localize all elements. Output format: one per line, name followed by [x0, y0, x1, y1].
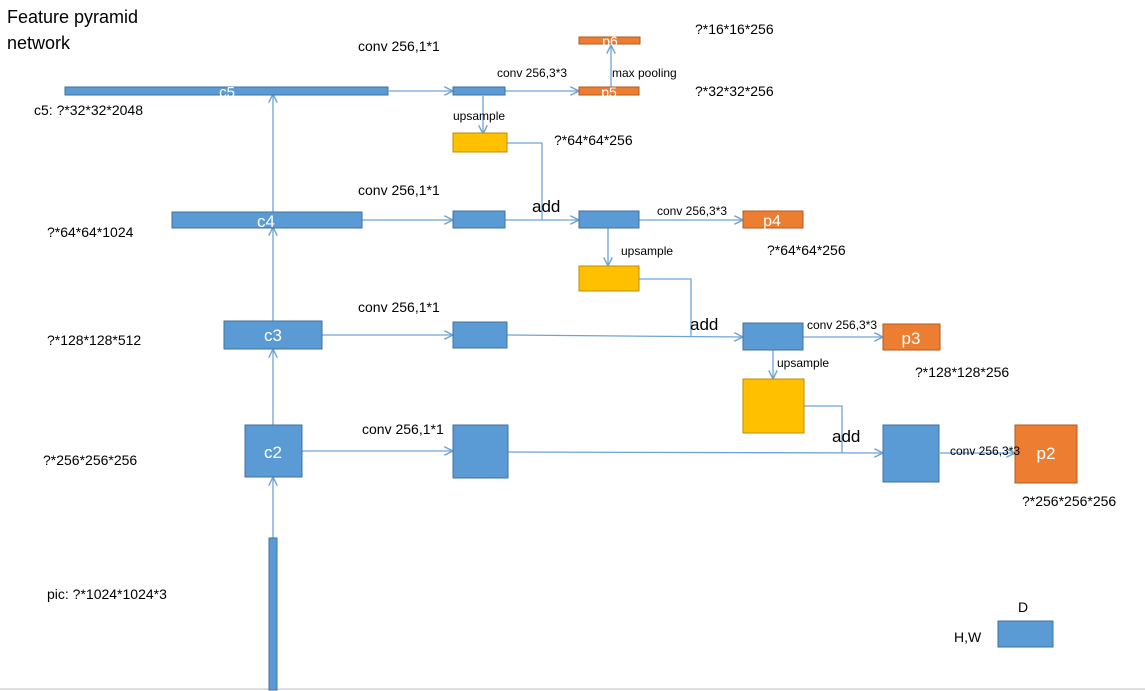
- pic-shape: pic: ?*1024*1024*3: [47, 586, 167, 602]
- p5-box: [578, 86, 640, 96]
- conv3x3-label-5: conv 256,3*3: [497, 66, 567, 80]
- c4-label: c4: [257, 212, 275, 231]
- conv3x3-label-3: conv 256,3*3: [807, 318, 877, 332]
- m4-box: [578, 210, 640, 229]
- legend-size-label: H,W: [954, 629, 982, 645]
- m2-box: [882, 424, 940, 483]
- c3-label: c3: [264, 326, 282, 345]
- c3-box: [223, 320, 323, 350]
- l3-box: [452, 321, 508, 349]
- title-line1: Feature pyramid: [7, 7, 138, 27]
- m3-box: [742, 322, 804, 351]
- conv1x1-label-5: conv 256,1*1: [358, 38, 440, 54]
- add-label-3: add: [690, 315, 718, 334]
- c5-label: c5: [219, 84, 235, 101]
- legend-depth-label: D: [1018, 599, 1028, 615]
- l5-box: [452, 86, 506, 96]
- p3-label: p3: [902, 329, 921, 348]
- title-line2: network: [7, 33, 71, 53]
- c2-box: [244, 424, 303, 478]
- p4-shape: ?*64*64*256: [767, 242, 846, 258]
- backbone: c5 c4 c3 c2: [64, 84, 389, 691]
- u5-shape: ?*64*64*256: [554, 132, 633, 148]
- p2-box: [1014, 424, 1078, 484]
- c2-shape: ?*256*256*256: [43, 452, 137, 468]
- c3-shape: ?*128*128*512: [47, 332, 141, 348]
- merged-boxes: [578, 210, 940, 483]
- p3-shape: ?*128*128*256: [915, 364, 1009, 380]
- upsample-label-5: upsample: [453, 109, 505, 123]
- conv1x1-label-2: conv 256,1*1: [362, 421, 444, 437]
- u3-box: [742, 378, 805, 434]
- p6-shape: ?*16*16*256: [695, 21, 774, 37]
- u4-box: [578, 265, 640, 292]
- l2-box: [452, 424, 509, 479]
- p6-box: [578, 36, 641, 45]
- p6-label: p6: [602, 33, 618, 49]
- p4-box: [742, 210, 804, 229]
- line-u5-to-add: [507, 142, 543, 220]
- add-label-4: add: [532, 197, 560, 216]
- maxpool-label: max pooling: [612, 66, 677, 80]
- l4-box: [452, 210, 506, 229]
- pic-box: [268, 537, 278, 691]
- arrow-l3-to-add: [506, 335, 742, 337]
- conv1x1-label-3: conv 256,1*1: [358, 299, 440, 315]
- c4-box: [171, 211, 363, 229]
- upsample-label-3: upsample: [777, 356, 829, 370]
- add-label-2: add: [832, 427, 860, 446]
- p2-label: p2: [1037, 444, 1056, 463]
- upsample-boxes: [452, 132, 805, 434]
- arrow-l2-to-add: [507, 452, 882, 453]
- u5-box: [452, 132, 508, 153]
- p5-label: p5: [601, 84, 617, 100]
- legend-box: [997, 620, 1054, 648]
- p4-label: p4: [763, 213, 781, 230]
- c5-box: [64, 86, 389, 96]
- c5-shape: c5: ?*32*32*2048: [34, 102, 143, 118]
- p3-box: [882, 323, 941, 351]
- c2-label: c2: [264, 443, 282, 462]
- conv3x3-label-4: conv 256,3*3: [657, 204, 727, 218]
- line-u4-to-add: [639, 278, 692, 337]
- legend: D H,W: [954, 599, 1054, 648]
- lateral-boxes: [452, 86, 509, 479]
- labels: Feature pyramid network c5: ?*32*32*2048…: [7, 7, 1116, 602]
- conv3x3-label-2: conv 256,3*3: [950, 444, 1020, 458]
- c4-shape: ?*64*64*1024: [47, 224, 134, 240]
- conv1x1-label-4: conv 256,1*1: [358, 182, 440, 198]
- upsample-label-4: upsample: [621, 244, 673, 258]
- output-boxes: p6 p5 p4 p3 p2: [578, 33, 1078, 484]
- connectors: [273, 46, 1014, 538]
- line-u3-to-add: [804, 405, 843, 453]
- p5-shape: ?*32*32*256: [695, 83, 774, 99]
- p2-shape: ?*256*256*256: [1022, 493, 1116, 509]
